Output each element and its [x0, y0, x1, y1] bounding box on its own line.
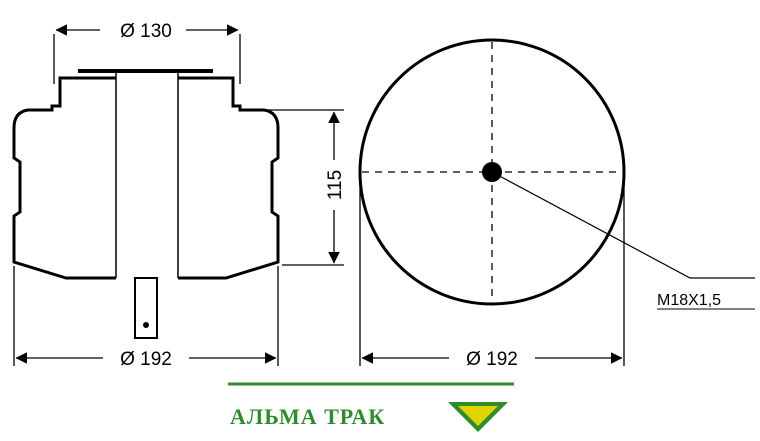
- dim-top-bg: [100, 17, 186, 41]
- brand-logo-icon: [448, 402, 508, 432]
- thread-leader-line: [491, 171, 755, 279]
- dim-top-diameter-label: Ø 130: [120, 21, 172, 42]
- brand-name: АЛЬМА ТРАК: [230, 404, 385, 429]
- side-view: [12, 69, 280, 339]
- bellows-right-outline: [178, 76, 280, 280]
- dim-bottom-top-label: Ø 192: [466, 349, 518, 370]
- dim-bottom-side-bg: [103, 345, 189, 369]
- thread-label: M18X1,5: [657, 292, 721, 309]
- dim-height-bg: [322, 160, 346, 210]
- bellows-left-outline: [12, 76, 116, 280]
- bottom-stud: [134, 277, 158, 339]
- outer-circle: [358, 38, 626, 306]
- top-view: [358, 38, 755, 306]
- dim-bottom-top-bg: [449, 345, 535, 369]
- stud-hole: [143, 322, 149, 328]
- dim-height-label: 115: [325, 170, 346, 200]
- dim-bottom-side-label: Ø 192: [120, 349, 172, 370]
